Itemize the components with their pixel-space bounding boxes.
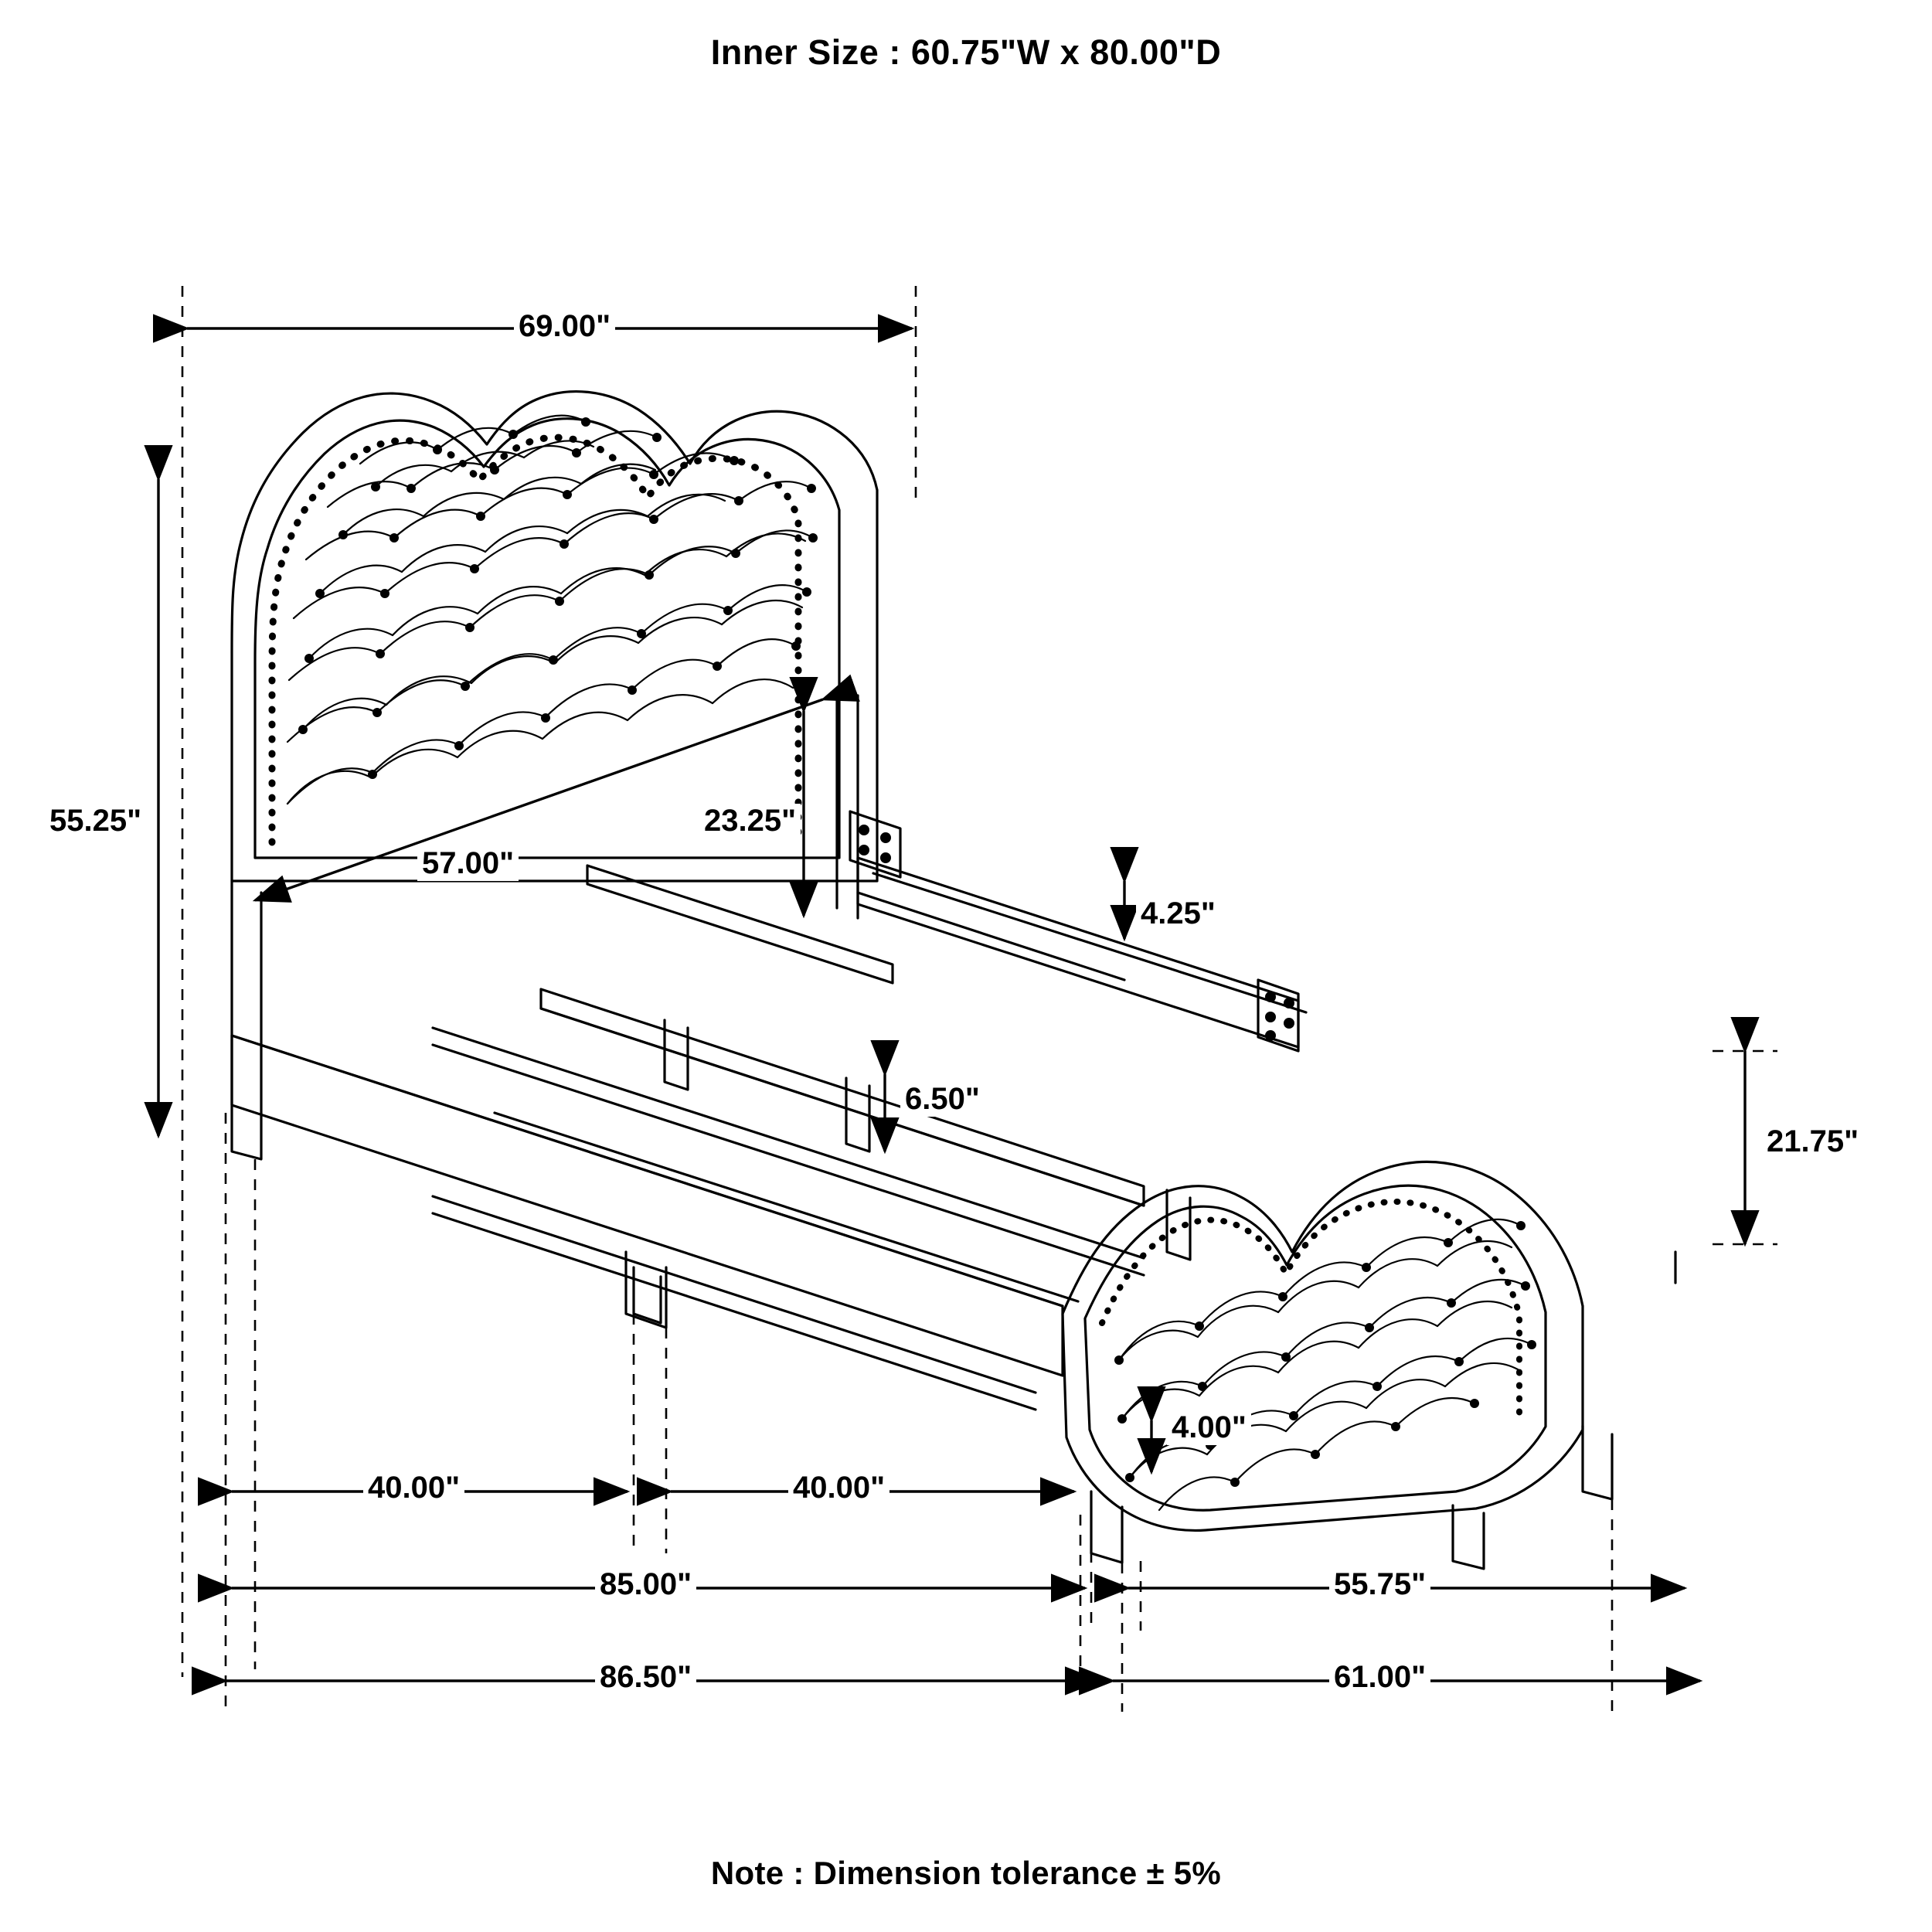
tolerance-note: Note : Dimension tolerance ± 5% — [710, 1855, 1222, 1891]
dim-label-headboard-panel-width: 57.00" — [417, 846, 519, 881]
dim-label-headboard-height: 55.25" — [45, 804, 147, 838]
dim-label-overall-width: 61.00" — [1329, 1660, 1431, 1695]
dim-label-side-rail-height: 4.25" — [1136, 896, 1220, 931]
dim-label-inner-length: 85.00" — [595, 1567, 697, 1602]
dim-label-overall-headboard-width: 69.00" — [514, 309, 616, 344]
dim-label-headboard-clearance: 23.25" — [699, 804, 801, 838]
page-title: Inner Size : 60.75"W x 80.00"D — [710, 32, 1222, 72]
dim-label-footboard-depth: 55.75" — [1329, 1567, 1431, 1602]
dim-label-slat-spacing-left: 40.00" — [363, 1471, 465, 1505]
dim-label-slat-spacing-right: 40.00" — [788, 1471, 890, 1505]
dim-label-overall-length: 86.50" — [595, 1660, 697, 1695]
dim-label-footboard-leg-clearance: 4.00" — [1167, 1410, 1251, 1445]
dim-label-footboard-height: 21.75" — [1762, 1124, 1864, 1159]
dim-label-slat-leg-height: 6.50" — [900, 1082, 985, 1117]
